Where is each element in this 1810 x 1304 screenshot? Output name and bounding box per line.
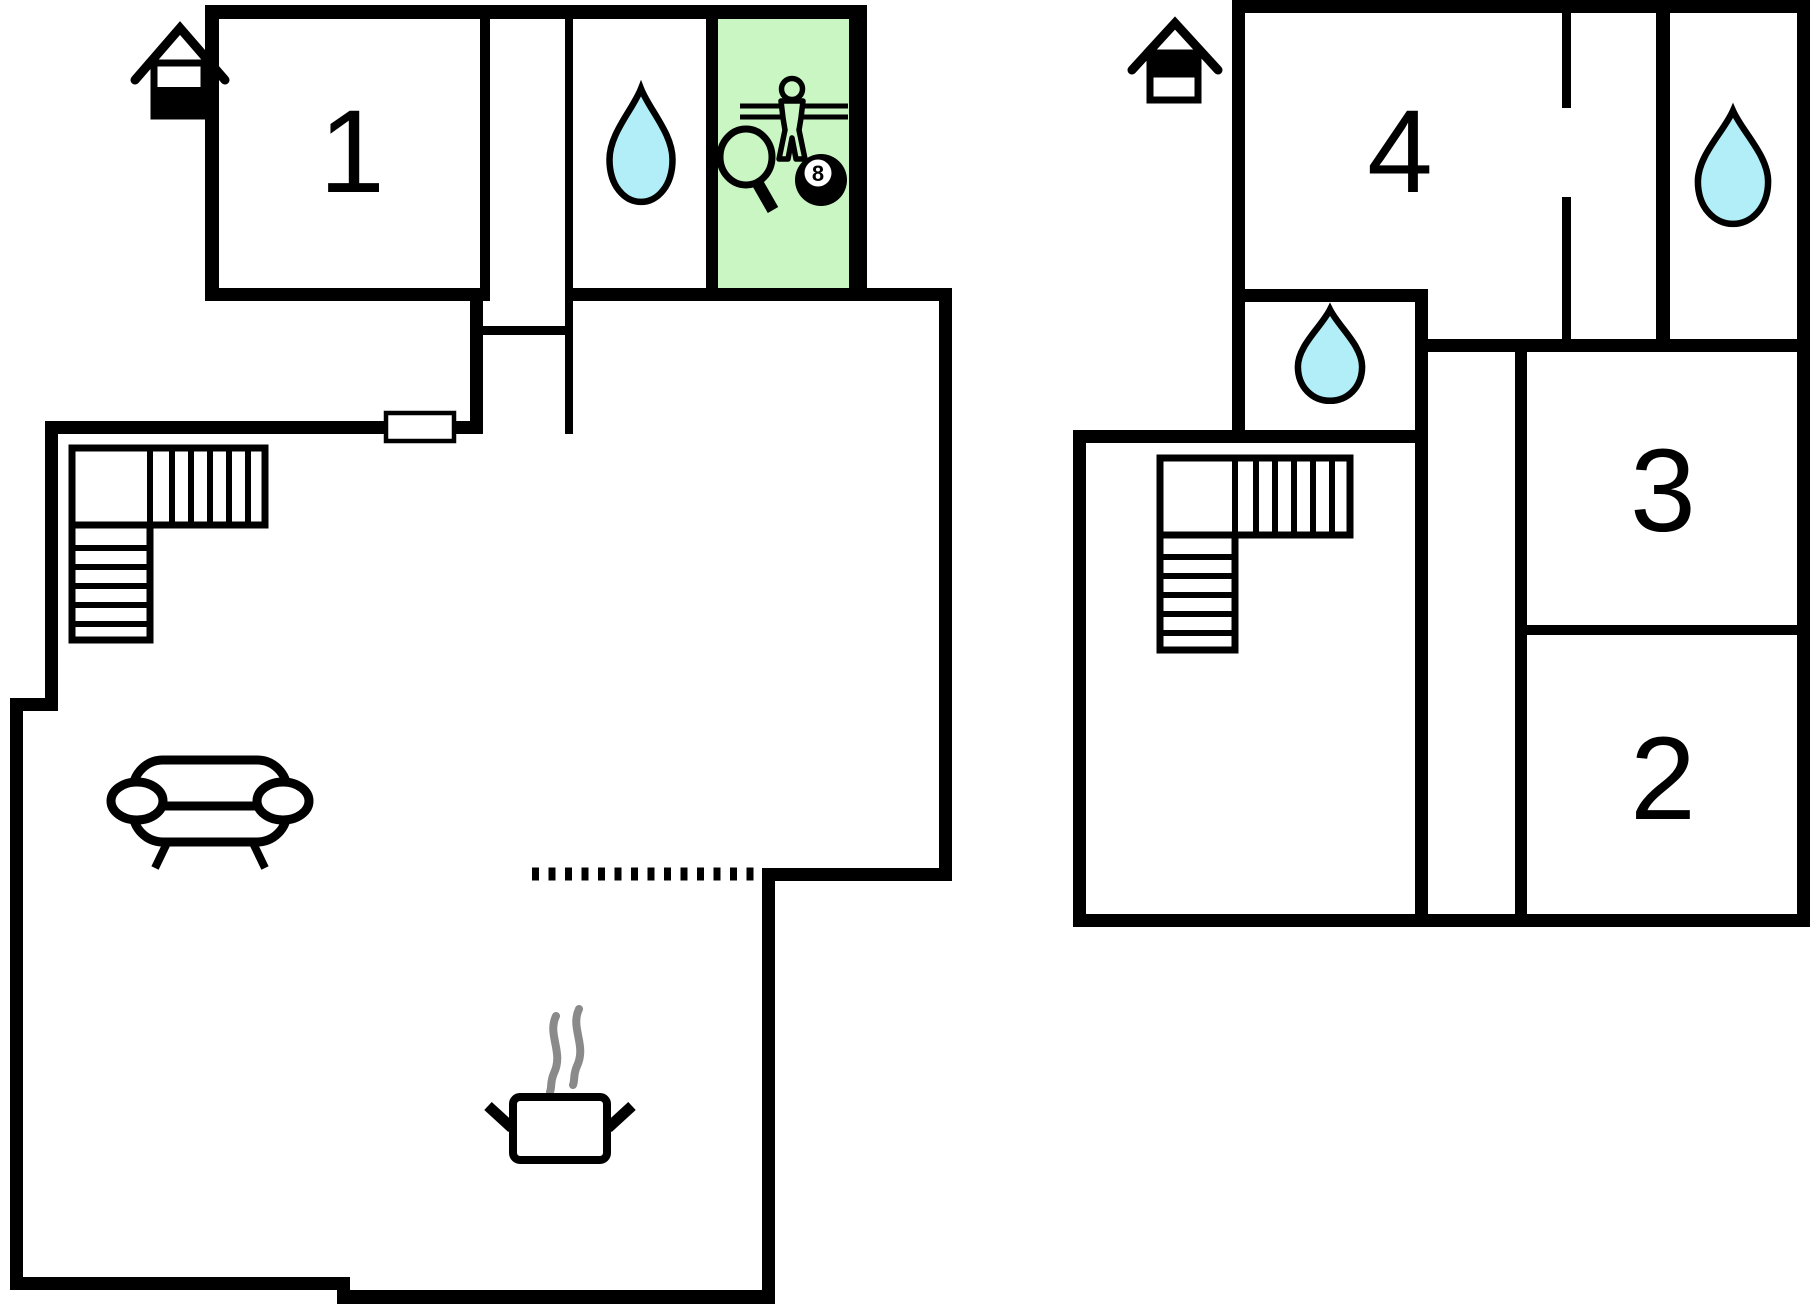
wall-segment: [45, 421, 483, 434]
foosball-player-icon: [740, 75, 848, 162]
water-drop-icon: [1698, 111, 1768, 224]
wall-segment: [337, 1290, 775, 1304]
room-4-label: 4: [1367, 86, 1433, 218]
wall-segment: [1515, 339, 1527, 927]
wall-segment: [1797, 0, 1810, 927]
stair-tread: [72, 602, 150, 608]
wall-segment: [1232, 289, 1428, 302]
wall-segment: [205, 288, 483, 301]
stair-tread: [1160, 573, 1235, 579]
eight-ball-label: 8: [812, 161, 824, 186]
wall-segment: [1527, 625, 1797, 635]
room-1-label: 1: [319, 86, 385, 218]
stair-run-outline: [68, 521, 154, 644]
wall-segment: [706, 5, 718, 301]
sofa-icon: [106, 755, 314, 870]
wall-segment: [762, 868, 952, 881]
upper-floor-walls: [1073, 0, 1810, 927]
stair-tread: [1160, 592, 1235, 598]
stairs-icon: [68, 444, 269, 644]
wall-segment: [483, 326, 573, 335]
wall-segment: [1073, 914, 1810, 927]
ground-floor-level-icon: [130, 21, 230, 120]
water-drop-icon: [610, 89, 673, 202]
upper-floor-level-icon: [1127, 16, 1223, 104]
steam-icon: [569, 1005, 585, 1089]
wall-segment: [45, 421, 58, 711]
wall-segment: [762, 875, 775, 1304]
stair-tread: [169, 448, 175, 525]
wall-segment: [849, 5, 867, 301]
eight-ball-icon: 8: [795, 154, 847, 206]
stair-tread: [1160, 611, 1235, 617]
steam-icon: [546, 1012, 562, 1096]
wall-segment: [565, 288, 952, 301]
stair-tread: [1160, 554, 1235, 560]
ground-floor-walls: [10, 5, 952, 1304]
stair-tread: [1310, 458, 1316, 535]
stair-tread: [72, 621, 150, 627]
wall-segment: [1073, 430, 1086, 927]
wall-segment: [10, 698, 23, 1290]
stair-tread: [207, 448, 213, 525]
door-marker: [383, 410, 457, 444]
wall-segment: [1562, 6, 1571, 108]
wall-segment: [205, 5, 219, 301]
wall-segment: [205, 5, 867, 19]
ground-floor-plan: 8 1: [10, 5, 952, 1304]
stair-tread: [226, 448, 232, 525]
stair-tread: [1253, 458, 1259, 535]
water-drop-icon: [1298, 310, 1362, 401]
cooking-pot-icon: [484, 1005, 636, 1164]
stair-landing-divider: [147, 448, 153, 525]
wall-segment: [1656, 0, 1670, 352]
upper-floor-plan: 4 3 2: [1073, 0, 1810, 927]
stair-tread: [1272, 458, 1278, 535]
wall-segment: [1232, 0, 1810, 13]
stair-tread: [245, 448, 251, 525]
wall-segment: [1073, 430, 1428, 443]
stair-tread: [72, 583, 150, 589]
stair-tread: [72, 545, 150, 551]
stair-tread: [1329, 458, 1335, 535]
stair-tread: [1160, 630, 1235, 636]
wall-segment: [1415, 289, 1428, 927]
stair-tread: [1291, 458, 1297, 535]
wall-segment: [565, 5, 573, 434]
wall-segment: [1232, 0, 1245, 443]
wall-segment: [10, 1277, 350, 1290]
wall-segment: [480, 5, 490, 301]
stair-run-outline: [68, 444, 269, 529]
wall-segment: [470, 288, 483, 434]
room-2-label: 2: [1630, 713, 1696, 845]
stair-landing-divider: [1232, 458, 1238, 535]
wall-segment: [1415, 339, 1810, 352]
wall-segment: [1562, 197, 1571, 339]
room-3-label: 3: [1630, 425, 1696, 557]
stair-tread: [72, 564, 150, 570]
stair-tread: [188, 448, 194, 525]
stairs-icon: [1156, 454, 1354, 654]
table-tennis-paddle-icon: [716, 125, 779, 213]
wall-segment: [939, 295, 952, 881]
